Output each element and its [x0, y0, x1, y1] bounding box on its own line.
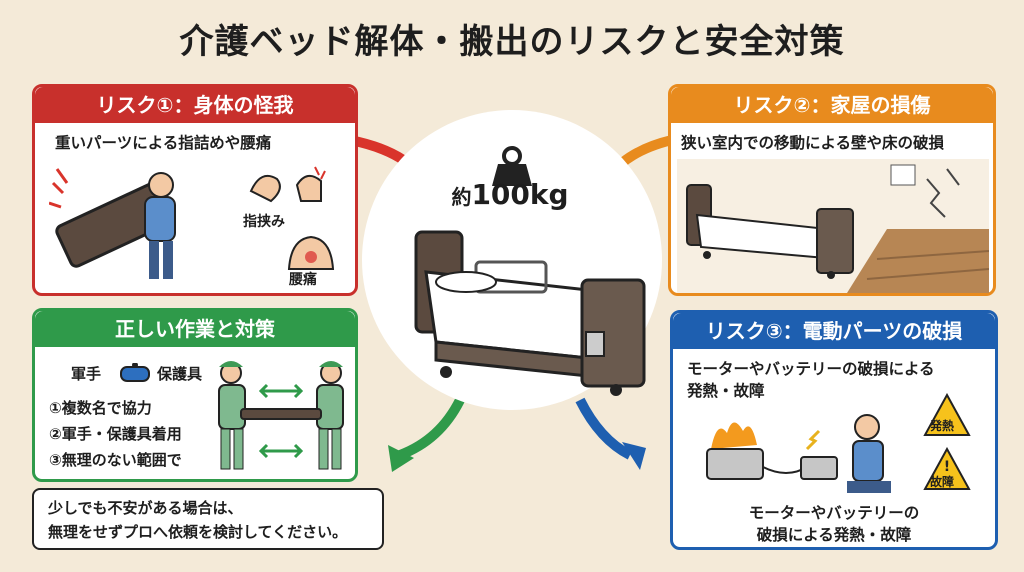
- label-gloves: 軍手: [71, 365, 102, 383]
- risk1-header: リスク①：身体の怪我: [35, 87, 355, 123]
- weight-icon: [492, 146, 532, 186]
- label-protective-gear: 保護具: [157, 365, 203, 383]
- risk3-header: リスク③：電動パーツの破損: [673, 313, 995, 349]
- arrow-safety: [398, 397, 465, 460]
- risk3-subtitle-line2: 発熱・故障: [687, 382, 765, 400]
- risk3-caption-line1: モーターやバッテリーの: [748, 504, 920, 522]
- risk3-card: リスク③：電動パーツの破損 モーターやバッテリーの破損による 発熱・故障 発熱 …: [670, 310, 998, 550]
- risk2-card: リスク②：家屋の損傷 狭い室内での移動による壁や床の破損: [668, 84, 996, 296]
- badge-failure: 故障: [930, 475, 955, 489]
- advice-note: 少しでも不安がある場合は、 無理をせずプロへ依頼を検討してください。: [32, 488, 384, 550]
- label-back-pain: 腰痛: [289, 272, 317, 288]
- safety-card: 正しい作業と対策 軍手 保護具 ①複数名で協力 ②軍手・保護具着用 ③無理のない…: [32, 308, 358, 482]
- arrow-risk3: [575, 397, 633, 460]
- safety-step-3: ③無理のない範囲で: [49, 451, 182, 469]
- warning-heat-icon: [923, 393, 971, 436]
- finger-pinch-icon: [249, 166, 326, 203]
- badge-heat: 発熱: [930, 419, 955, 433]
- weight-label: 約100kg: [420, 178, 600, 211]
- warning-failure-icon: !: [923, 447, 971, 490]
- safety-header: 正しい作業と対策: [35, 311, 355, 347]
- page-title: 介護ベッド解体・搬出のリスクと安全対策: [179, 22, 845, 62]
- damaged-room-illustration: [677, 159, 989, 293]
- risk1-subtitle: 重いパーツによる指詰めや腰痛: [55, 134, 272, 152]
- risk2-subtitle: 狭い室内での移動による壁や床の破損: [681, 134, 945, 152]
- advice-line-2: 無理をせずプロへ依頼を検討してください。: [48, 523, 348, 541]
- label-finger-pinch: 指挟み: [243, 214, 285, 230]
- two-workers-illustration: [218, 361, 344, 470]
- advice-line-1: 少しでも不安がある場合は、: [48, 499, 243, 517]
- battery-fire-illustration: [706, 414, 891, 493]
- back-pain-icon: [287, 235, 335, 270]
- goggles-icon: [120, 363, 150, 382]
- worker-lifting-illustration: [49, 168, 176, 279]
- svg-text:!: !: [944, 459, 950, 475]
- risk2-header: リスク②：家屋の損傷: [671, 87, 993, 123]
- safety-step-1: ①複数名で協力: [49, 399, 152, 417]
- safety-step-2: ②軍手・保護具着用: [49, 425, 182, 443]
- risk1-card: リスク①：身体の怪我 重いパーツによる指詰めや腰痛 指挟み 腰痛: [32, 84, 358, 296]
- weight-value: 100kg: [471, 178, 569, 211]
- weight-prefix: 約: [451, 185, 472, 209]
- bed-illustration: [414, 230, 646, 396]
- risk3-caption-line2: 破損による発熱・故障: [756, 526, 912, 544]
- risk3-subtitle-line1: モーターやバッテリーの破損による: [687, 360, 935, 378]
